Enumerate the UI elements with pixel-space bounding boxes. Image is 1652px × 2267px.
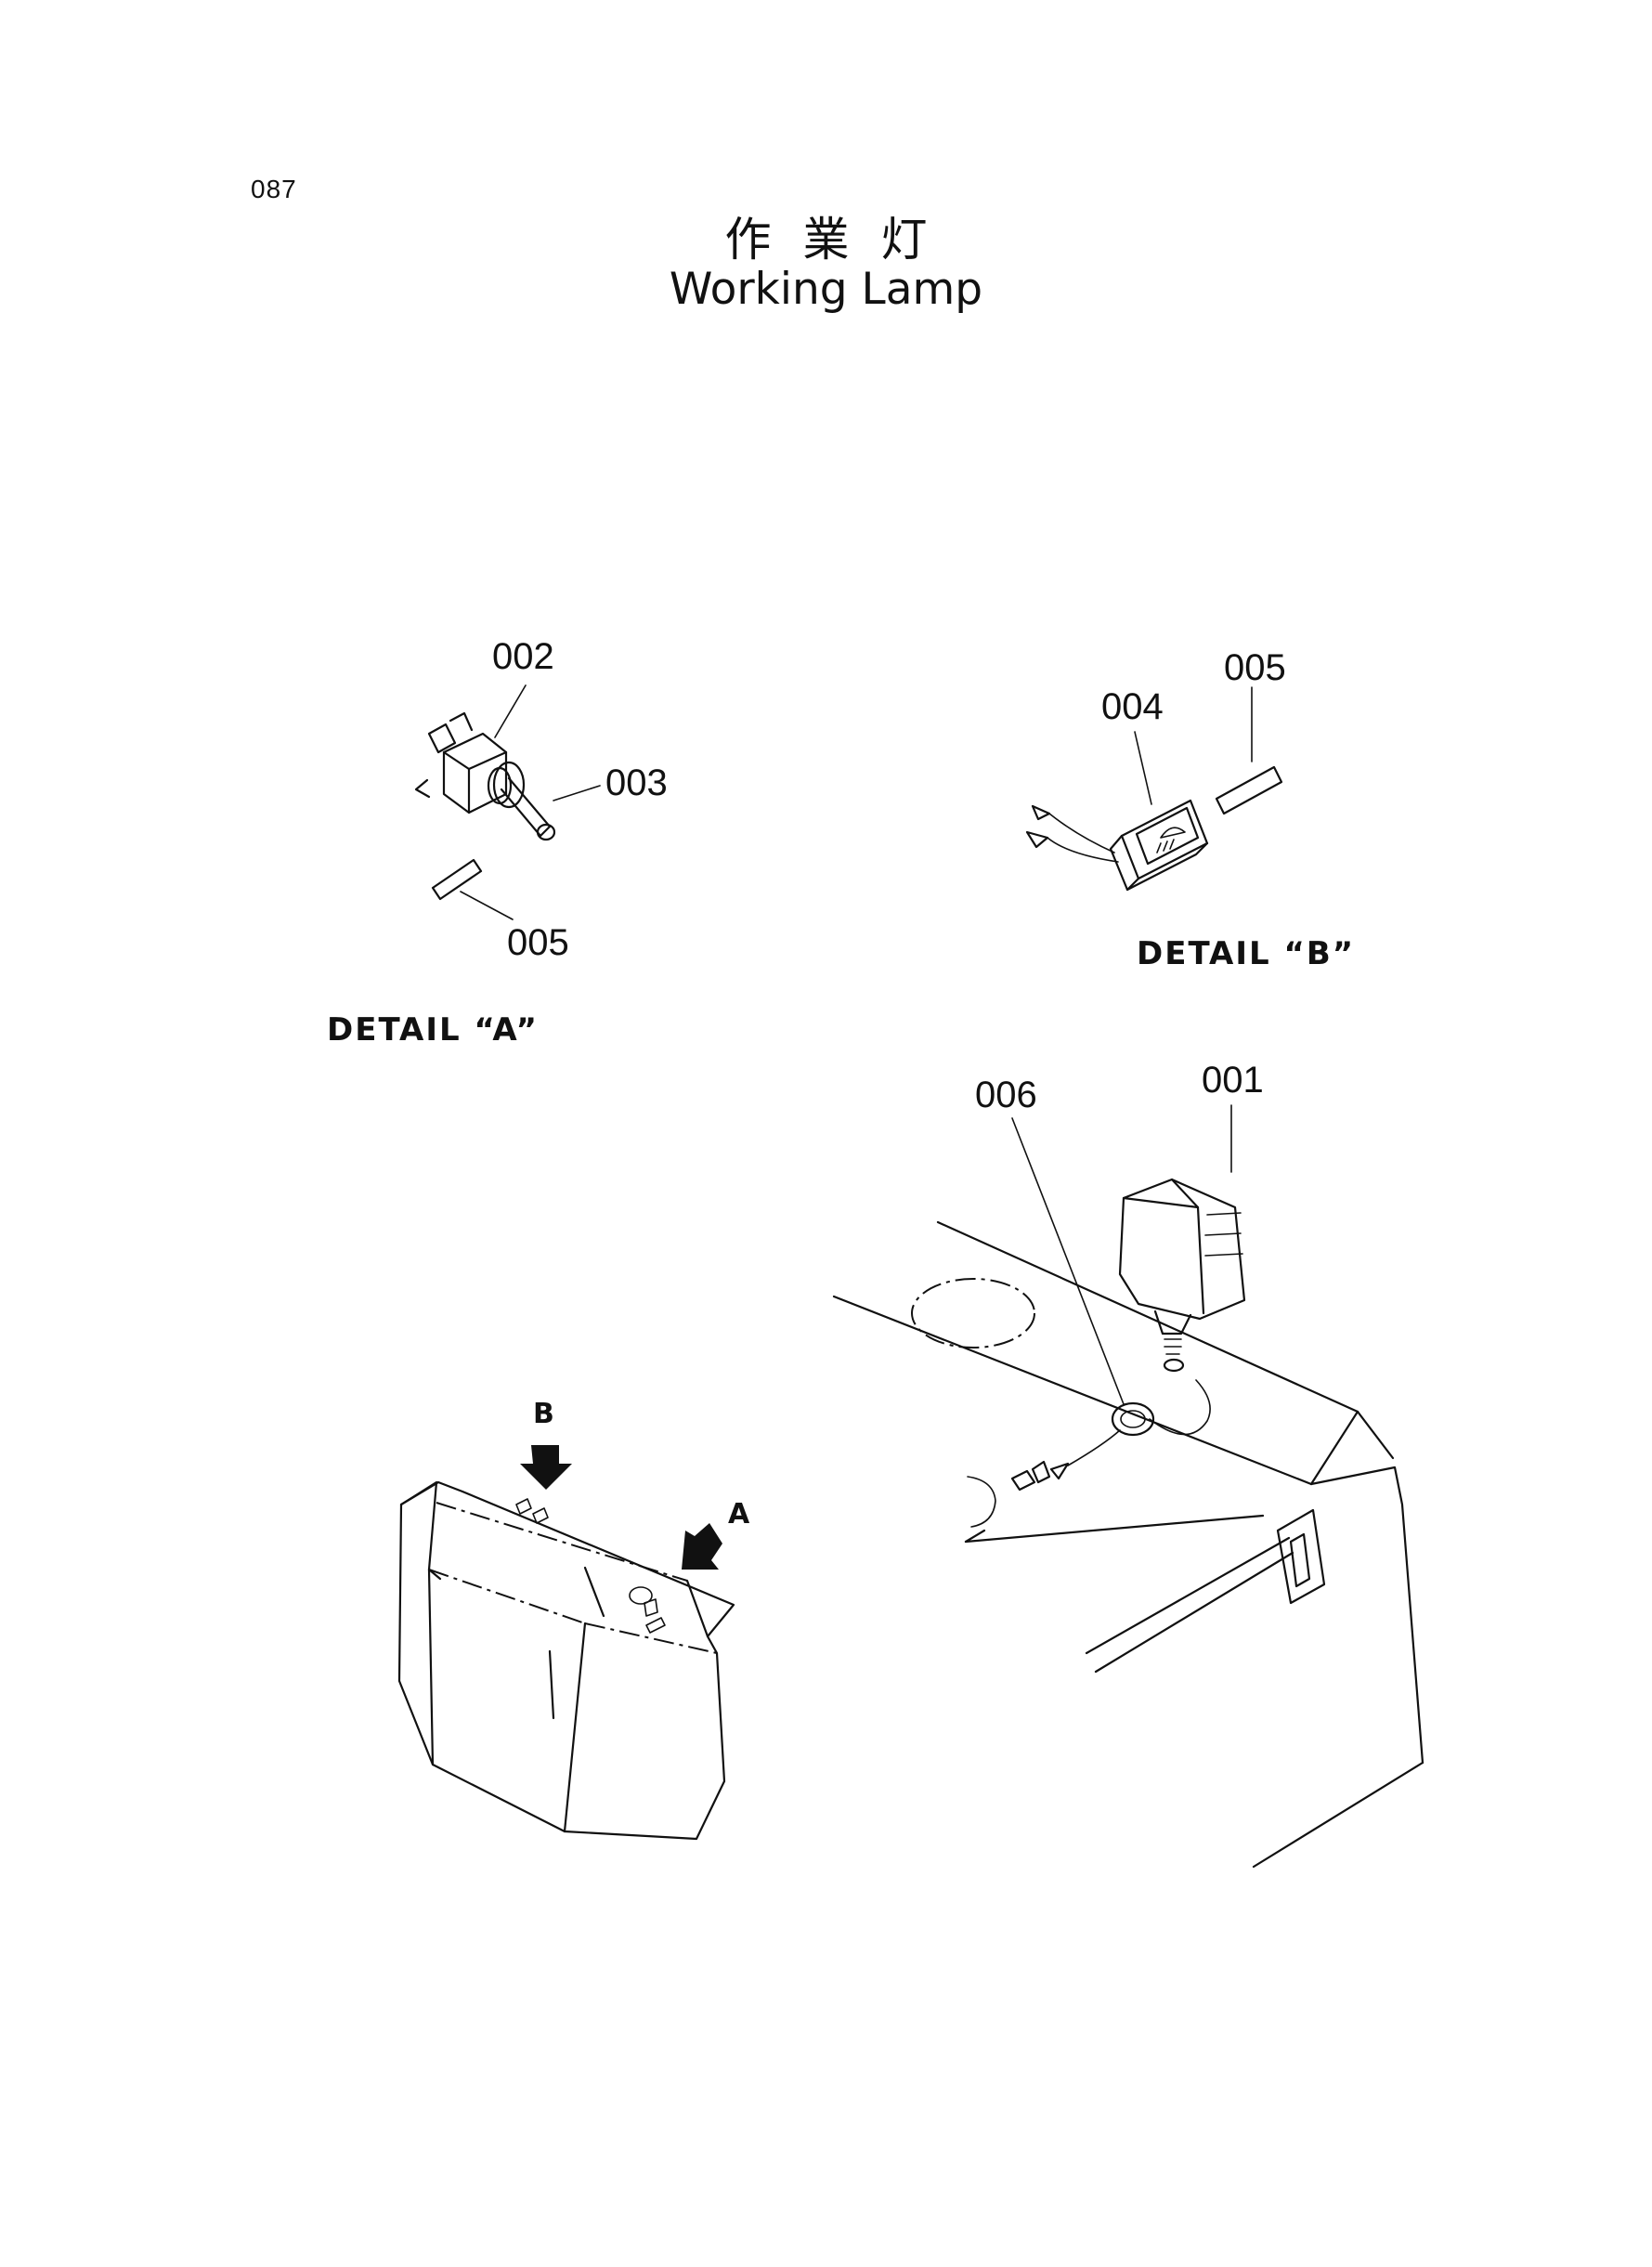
cab-overview-structure: [397, 1480, 735, 1841]
callout-006: 006: [975, 1075, 1037, 1115]
callout-002: 002: [492, 636, 554, 677]
view-marker-b: B: [533, 1398, 554, 1430]
view-marker-a: A: [728, 1498, 750, 1531]
detail-a-label: DETAIL “A”: [327, 1011, 539, 1049]
page-number: 087: [251, 175, 297, 203]
callout-005-a: 005: [507, 922, 569, 963]
view-arrow-a: [682, 1523, 722, 1570]
working-lamp-part: [1118, 1178, 1246, 1373]
cab-roof-structure: [832, 1220, 1424, 1869]
leader-004: [1134, 731, 1152, 805]
callout-001: 001: [1202, 1060, 1264, 1101]
callout-004: 004: [1101, 686, 1164, 727]
title-english: Working Lamp: [669, 264, 983, 315]
view-arrow-b: [520, 1445, 572, 1490]
label-plate-part-b: [1215, 765, 1283, 815]
title-japanese: 作業灯: [724, 213, 959, 267]
toggle-switch-part: [414, 711, 556, 841]
callout-003: 003: [605, 762, 668, 803]
label-plate-part-a: [431, 858, 483, 901]
roof-opening: [911, 1278, 1035, 1348]
leader-005-a: [460, 891, 514, 920]
leader-003: [553, 785, 601, 801]
rocker-switch-part: [1025, 799, 1209, 892]
leader-002: [494, 684, 527, 738]
leader-006: [1011, 1117, 1125, 1405]
grommet-part: [1111, 1401, 1155, 1437]
callout-005-b: 005: [1224, 647, 1286, 688]
detail-b-label: DETAIL “B”: [1137, 935, 1355, 972]
